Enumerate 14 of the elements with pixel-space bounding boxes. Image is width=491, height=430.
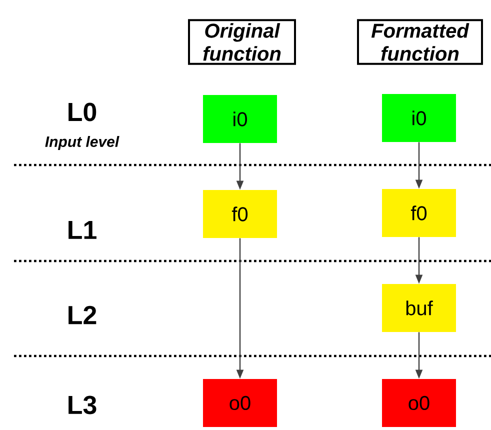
level-caption: Input level [45, 136, 120, 150]
level-label: L1 [68, 221, 96, 239]
process-box: buf [382, 284, 456, 332]
process-box: o0 [203, 378, 277, 427]
header-box: Formatted function [357, 19, 483, 65]
process-box: i0 [382, 94, 456, 142]
level-label: L0 [68, 102, 96, 122]
level-label: L3 [68, 396, 96, 414]
level-label: L2 [68, 306, 96, 324]
header-box: Original function [188, 19, 296, 65]
process-box: o0 [382, 378, 456, 427]
process-box: f0 [382, 189, 456, 237]
process-box: f0 [203, 190, 277, 238]
process-box: i0 [203, 95, 277, 143]
